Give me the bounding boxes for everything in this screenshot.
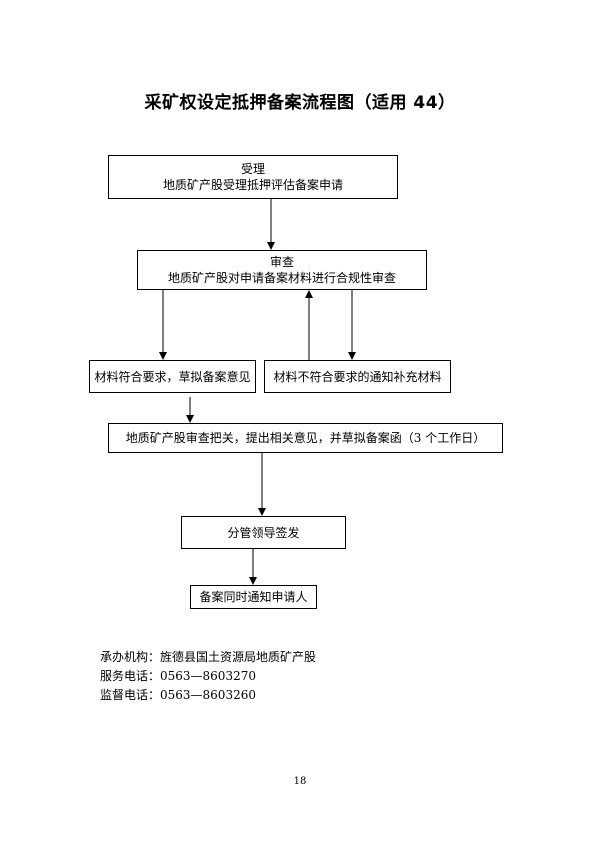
check-approve-box: 地质矿产股审查把关，提出相关意见，并草拟备案函（3 个工作日）	[108, 423, 503, 453]
supervise-phone-line: 监督电话：0563—8603260	[100, 688, 256, 702]
accept-title: 受理	[240, 162, 265, 176]
accept-box: 受理 地质矿产股受理抵押评估备案申请	[108, 155, 398, 199]
materials-not-meet-text: 材料不符合要求的通知补充材料	[273, 369, 442, 384]
notify-applicant-box: 备案同时通知申请人	[190, 585, 317, 609]
leader-sign-text: 分管领导签发	[227, 525, 300, 540]
materials-not-meet-box: 材料不符合要求的通知补充材料	[264, 360, 451, 393]
check-approve-text: 地质矿产股审查把关，提出相关意见，并草拟备案函（3 个工作日）	[125, 431, 486, 445]
page-number: 18	[293, 776, 307, 787]
page-title: 采矿权设定抵押备案流程图（适用 44）	[144, 93, 456, 113]
accept-desc: 地质矿产股受理抵押评估备案申请	[162, 178, 343, 192]
review-desc: 地质矿产股对申请备案材料进行合规性审查	[167, 271, 396, 285]
agency-line: 承办机构：旌德县国土资源局地质矿产股	[100, 650, 317, 664]
review-title: 审查	[269, 255, 294, 269]
service-phone-line: 服务电话：0563—8603270	[100, 669, 256, 683]
materials-meet-box: 材料符合要求，草拟备案意见	[89, 360, 256, 393]
notify-applicant-text: 备案同时通知申请人	[199, 590, 308, 604]
contact-info: 承办机构：旌德县国土资源局地质矿产股 服务电话：0563—8603270 监督电…	[100, 648, 316, 705]
leader-sign-box: 分管领导签发	[181, 516, 346, 549]
review-box: 审查 地质矿产股对申请备案材料进行合规性审查	[137, 250, 427, 290]
materials-meet-text: 材料符合要求，草拟备案意见	[94, 369, 251, 384]
